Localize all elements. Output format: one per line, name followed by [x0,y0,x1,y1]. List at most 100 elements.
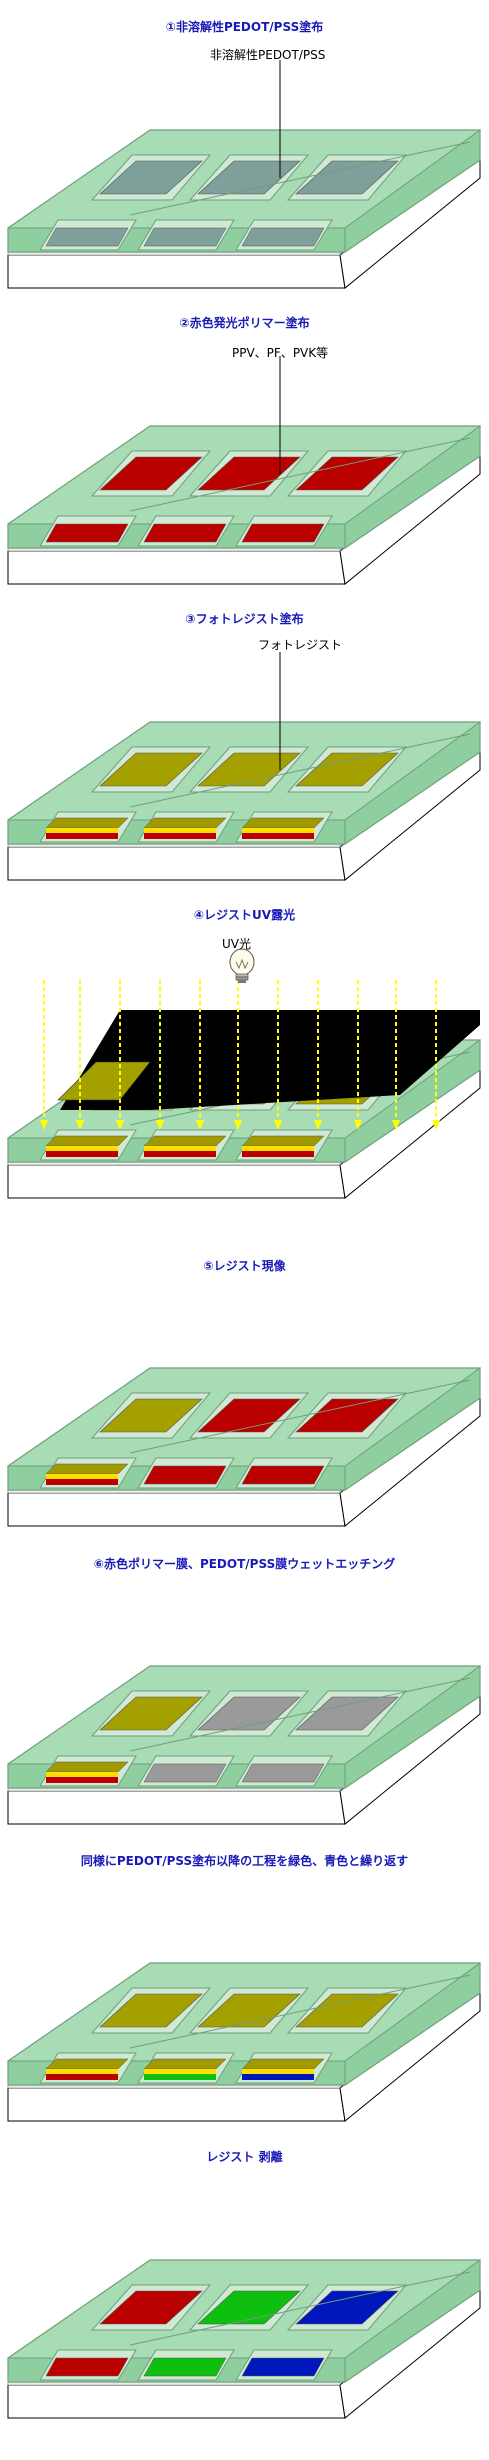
well-top-fill [99,1696,203,1731]
step-diagram-5 [7,1367,481,1527]
uv-ray-head [76,1120,84,1130]
uv-ray-head [432,1120,440,1130]
emitter-layer [46,1479,118,1485]
glass-substrate-front [7,1164,346,1199]
mask-window [57,1061,151,1101]
resist-layer [241,817,325,829]
uv-ray-head [234,1120,242,1130]
resist-front-edge [46,1474,118,1479]
glass-substrate-front [7,1790,346,1825]
well-top-fill [295,456,399,491]
uv-ray-head [314,1120,322,1130]
resist-layer [143,817,227,829]
well-top-fill [99,2290,203,2325]
emitter-layer [242,833,314,839]
emitter-layer [241,227,325,247]
emitter-layer [46,2074,118,2080]
emitter-layer [241,1763,325,1783]
well-top-fill [197,752,301,787]
emitter-layer [242,1151,314,1157]
resist-layer [45,1463,129,1475]
photomask [60,1010,480,1110]
step-title-6: ⑥赤色ポリマー膜、PEDOT/PSS膜ウェットエッチング [93,1557,396,1571]
resist-layer [143,1135,227,1147]
bank-grid-line [129,141,471,216]
uv-ray-head [40,1120,48,1130]
well-top-fill [99,1398,203,1433]
step-diagram-3 [7,652,481,881]
callout-label-4: UV光 [222,937,251,951]
step-diagram-1 [7,60,481,289]
bank-right-face [344,1665,481,1789]
emitter-layer [242,2074,314,2080]
step-diagram-6 [7,1665,481,1825]
well-top-fill [295,1398,399,1433]
callout-label-1: 非溶解性PEDOT/PSS [210,48,326,62]
step-diagram-2 [7,356,481,585]
resist-layer [45,817,129,829]
uv-ray-head [392,1120,400,1130]
uv-ray-head [354,1120,362,1130]
well-top-fill [197,1993,301,2028]
emitter-layer [241,523,325,543]
resist-layer [45,1761,129,1773]
bank-right-face [344,129,481,253]
resist-front-edge [46,1146,118,1151]
emitter-layer [46,1151,118,1157]
resist-front-edge [242,1146,314,1151]
bank-right-face [344,425,481,549]
resist-layer [241,2058,325,2070]
emitter-layer [143,227,227,247]
bank-right-face [344,1962,481,2086]
glass-substrate-front [7,2087,346,2122]
well-top-fill [295,2290,399,2325]
step-diagram-7 [7,1962,481,2122]
step-title-1: ①非溶解性PEDOT/PSS塗布 [165,20,324,34]
step-title-5: ⑤レジスト現像 [203,1259,286,1273]
glass-substrate-front [7,846,346,881]
callout-label-3: フォトレジスト [258,638,343,652]
bank-grid-line [129,437,471,512]
emitter-layer [46,1777,118,1783]
emitter-layer [45,227,129,247]
bank-right-face [344,1367,481,1491]
well-top-fill [197,456,301,491]
well-top-fill [197,1696,301,1731]
well-top-fill [99,752,203,787]
resist-layer [143,2058,227,2070]
resist-front-edge [46,828,118,833]
resist-front-edge [242,828,314,833]
emitter-layer [143,523,227,543]
well-top-fill [295,1696,399,1731]
emitter-layer [144,1151,216,1157]
uv-ray-head [196,1120,204,1130]
bank-grid-line [129,2271,471,2346]
resist-front-edge [242,2069,314,2074]
emitter-layer [144,833,216,839]
resist-layer [45,1135,129,1147]
emitter-layer [45,523,129,543]
glass-substrate-front [7,550,346,585]
emitter-layer [241,2357,325,2377]
step-title-2: ②赤色発光ポリマー塗布 [179,316,310,330]
step-title-4: ④レジストUV露光 [193,908,296,922]
resist-layer [45,2058,129,2070]
resist-front-edge [144,1146,216,1151]
step-diagram-4 [7,980,481,1199]
bank-grid-line [129,1379,471,1454]
well-top-fill [197,1398,301,1433]
emitter-layer [144,2074,216,2080]
step-title-7: 同様にPEDOT/PSS塗布以降の工程を緑色、青色と繰り返す [80,1854,409,1868]
uv-ray-head [274,1120,282,1130]
well-top-fill [99,456,203,491]
step-title-8: レジスト 剥離 [206,2150,283,2164]
well-top-fill [197,2290,301,2325]
step-title-3: ③フォトレジスト塗布 [185,612,304,626]
emitter-layer [46,833,118,839]
emitter-layer [45,2357,129,2377]
step-diagram-8 [7,2259,481,2419]
well-top-fill [99,1993,203,2028]
resist-front-edge [46,1772,118,1777]
bank-grid-line [129,1677,471,1752]
well-top-fill [295,1993,399,2028]
